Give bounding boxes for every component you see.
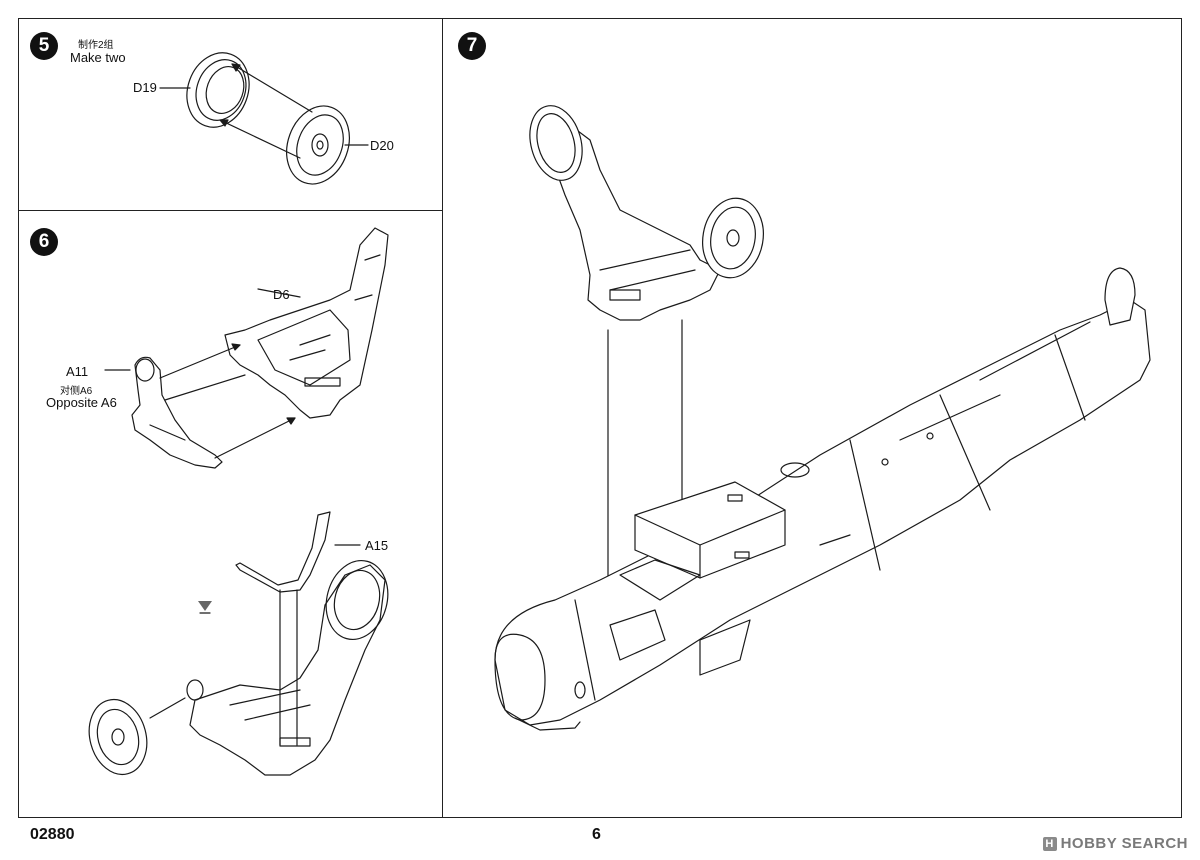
- watermark: H HOBBY SEARCH: [1042, 835, 1188, 852]
- part-note-opposite-cn: 对侧A6: [60, 386, 93, 397]
- part-a15-drawing: [235, 511, 361, 593]
- step-5-note-cn: 制作2组: [78, 40, 114, 51]
- step-5-note-en: Make two: [70, 50, 126, 65]
- wheel-drawing-step6: [88, 697, 186, 776]
- kit-number: 02880: [30, 826, 75, 843]
- gear-bay-assembly-drawing: [186, 559, 389, 776]
- step-6-arrows-top: [159, 343, 296, 459]
- nose-gear-drawing: [529, 105, 764, 321]
- step-7-badge: 7: [458, 32, 486, 60]
- part-note-opposite-en: Opposite A6: [46, 395, 117, 410]
- watermark-logo-icon: H: [1042, 836, 1057, 851]
- gear-bay-d6-drawing: [224, 227, 389, 419]
- cement-symbol: [198, 601, 212, 614]
- part-label-d20: D20: [370, 138, 394, 153]
- part-label-a11: A11: [66, 364, 89, 379]
- page-number: 6: [592, 826, 601, 843]
- wheel-half-d20-drawing: [286, 105, 369, 185]
- wheel-half-d19-drawing: [159, 52, 250, 128]
- watermark-text: HOBBY SEARCH: [1060, 835, 1188, 852]
- step-6-badge: 6: [30, 228, 58, 256]
- step-5-arrows: [219, 63, 313, 159]
- part-label-d6: D6: [273, 287, 290, 302]
- part-label-d19: D19: [133, 80, 157, 95]
- fuselage-drawing: [494, 267, 1151, 731]
- strut-a11-drawing: [104, 356, 223, 469]
- step-5-badge: 5: [30, 32, 58, 60]
- part-label-a15: A15: [365, 538, 389, 553]
- gear-well-cover-drawing: [619, 481, 786, 601]
